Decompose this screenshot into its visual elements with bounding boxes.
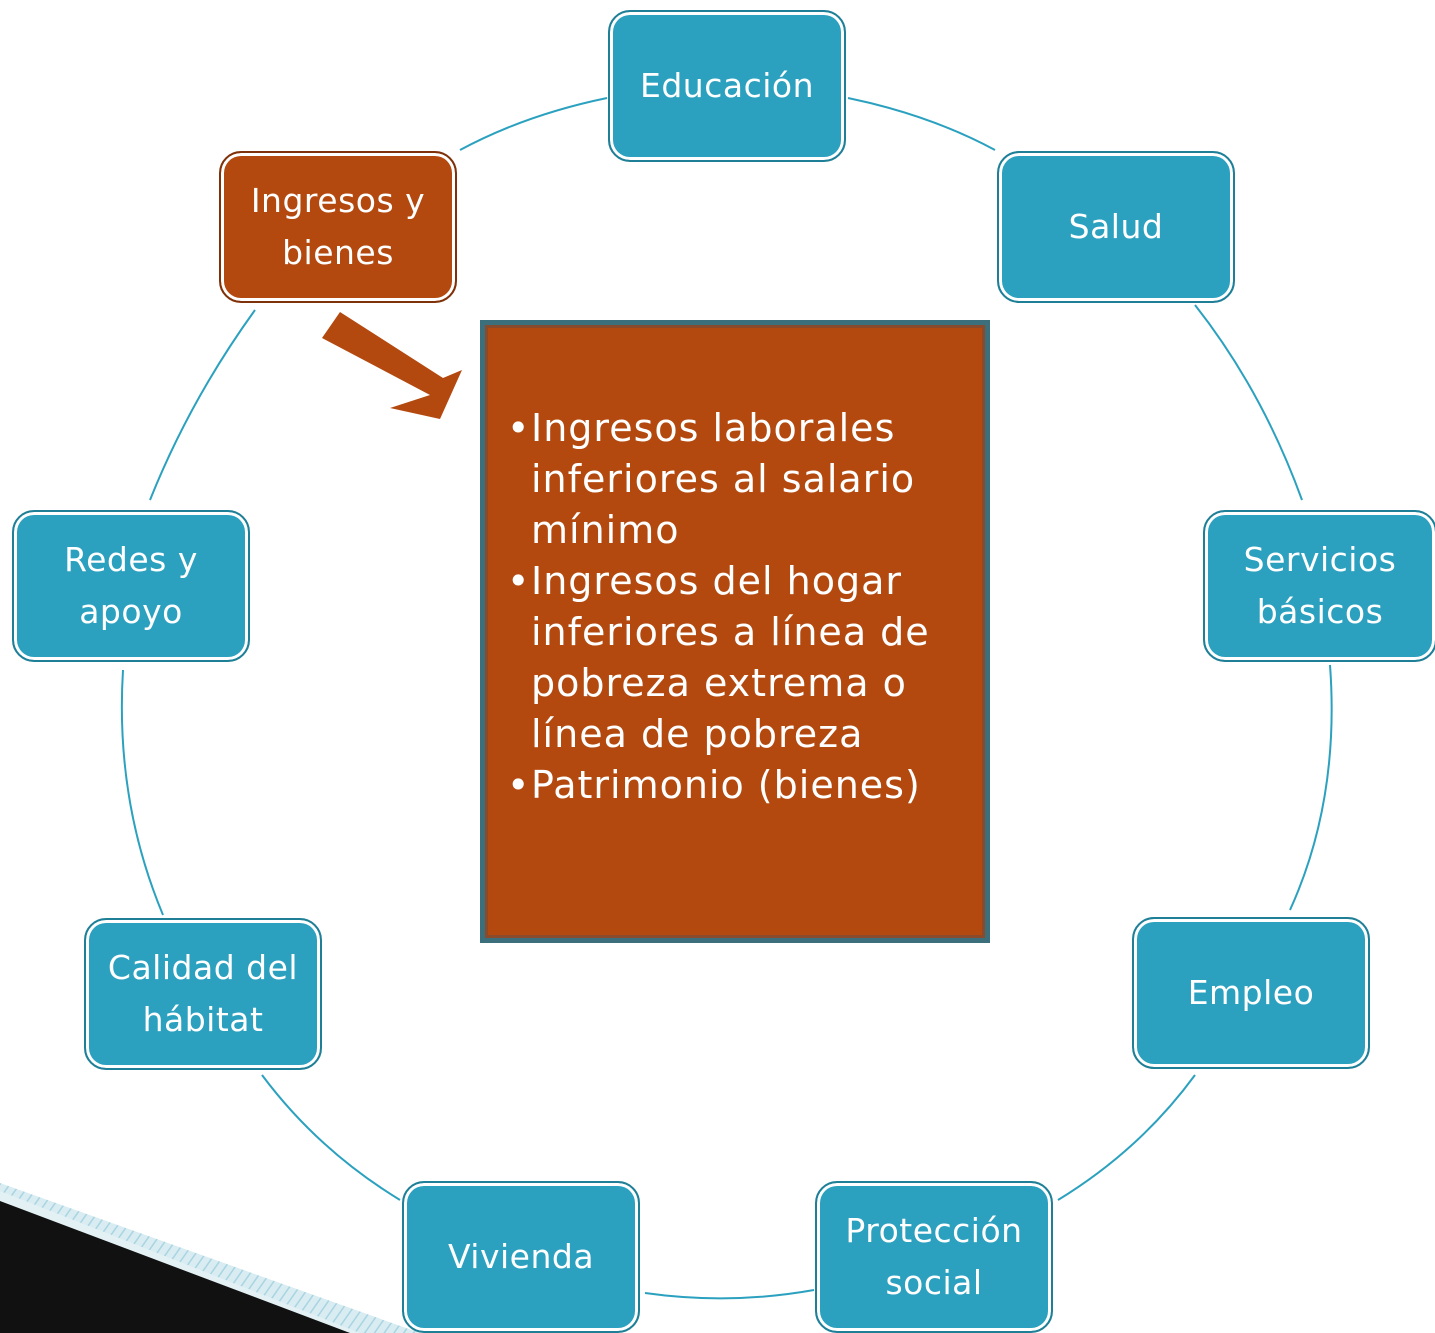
slide-corner-decoration [0,1183,420,1333]
detail-bullet-list: Ingresos laborales inferiores al salario… [507,403,977,811]
node-redes-y-apoyo: Redes y apoyo [12,510,250,662]
connector-proteccion-vivienda [644,1289,815,1300]
connector-vivienda-calidad [261,1074,401,1201]
detail-bullet: Ingresos laborales inferiores al salario… [507,403,977,556]
node-redes-y-apoyo-label: Redes y apoyo [64,540,198,631]
node-proteccion-social: Protección social [815,1181,1053,1333]
node-calidad-del-habitat: Calidad del hábitat [84,918,322,1070]
connector-ingresos-educacion [459,97,608,151]
detail-bullet: Patrimonio (bienes) [507,760,977,811]
node-empleo-label: Empleo [1187,973,1315,1012]
node-servicios-basicos-label: Servicios básicos [1243,540,1397,631]
connector-redes-ingresos [149,309,256,501]
node-vivienda: Vivienda [402,1181,640,1333]
corner-dark-wedge [0,1201,350,1333]
node-salud: Salud [997,151,1235,303]
connector-servicios-empleo [1289,664,1333,911]
pointer-arrow [322,312,462,419]
node-calidad-del-habitat-label: Calidad del hábitat [107,948,299,1039]
node-educacion: Educación [608,10,846,162]
node-ingresos-y-bienes-label: Ingresos y bienes [250,181,426,272]
node-salud-label: Salud [1068,207,1164,246]
detail-bullet: Ingresos del hogar inferiores a línea de… [507,556,977,760]
connector-educacion-salud [847,97,996,151]
node-ingresos-y-bienes: Ingresos y bienes [219,151,457,303]
connector-salud-servicios [1194,304,1303,501]
connector-calidad-redes [120,669,164,916]
connector-empleo-proteccion [1057,1074,1196,1201]
node-educacion-label: Educación [640,66,814,105]
detail-panel: Ingresos laborales inferiores al salario… [480,320,990,943]
node-vivienda-label: Vivienda [447,1237,595,1276]
node-proteccion-social-label: Protección social [845,1211,1023,1302]
node-servicios-basicos: Servicios básicos [1203,510,1435,662]
node-empleo: Empleo [1132,917,1370,1069]
